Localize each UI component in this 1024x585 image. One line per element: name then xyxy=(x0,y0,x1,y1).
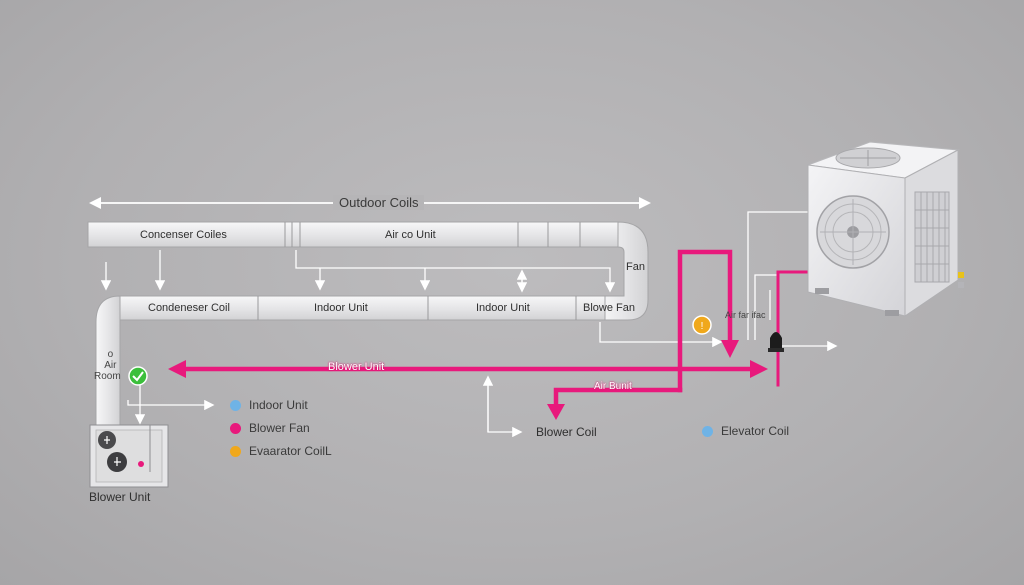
room-label-line-2: Air xyxy=(104,360,117,371)
elevator-coil-label: Elevator Coil xyxy=(721,424,790,438)
indoor-unit-label-2: Indoor Unit xyxy=(476,302,530,314)
upper-pipe xyxy=(87,221,649,321)
room-label-line-3: Room xyxy=(94,371,121,382)
lower-pipe xyxy=(95,295,606,426)
fan-label: Fan xyxy=(626,261,645,273)
legend-dot-pink xyxy=(230,422,241,434)
room-label-line-1: o xyxy=(107,349,114,360)
legend-label: Blower Fan xyxy=(249,421,310,435)
sensor-icon xyxy=(768,332,784,352)
legend-label: Indoor Unit xyxy=(249,398,308,412)
blower-unit-box-label: Blower Unit xyxy=(89,490,151,504)
room-label: o Air Room xyxy=(94,349,121,382)
legend-dot-orange xyxy=(230,445,241,457)
blower-fan-pipe-label: Blowe Fan xyxy=(583,302,635,314)
indoor-unit-label-1: Indoor Unit xyxy=(314,302,368,314)
blower-coil-label: Blower Coil xyxy=(536,425,597,439)
check-icon xyxy=(128,366,148,386)
legend-item-blower-fan: Blower Fan xyxy=(230,421,310,435)
elevator-coil-item: Elevator Coil xyxy=(702,424,789,438)
legend-item-indoor-unit: Indoor Unit xyxy=(230,398,308,412)
air-unit-flow-label: Air Bunit xyxy=(594,381,632,392)
condenser-coils-label: Concenser Coiles xyxy=(140,229,227,241)
warning-icon: ! xyxy=(692,315,712,335)
outdoor-coils-label: Outdoor Coils xyxy=(333,195,425,210)
air-co-unit-label: Air co Unit xyxy=(385,229,436,241)
blower-unit-flow-label: Blower Unit xyxy=(328,361,385,373)
condenser-coil-label: Condeneser Coil xyxy=(148,302,230,314)
blower-unit-box xyxy=(89,424,169,488)
legend-label: Evaarator CoilL xyxy=(249,444,332,458)
air-far-label: Air far ifac xyxy=(725,310,766,320)
outdoor-ac-unit xyxy=(807,141,964,317)
legend-item-evaporator-coil: Evaarator CoilL xyxy=(230,444,332,458)
elevator-coil-dot xyxy=(702,425,713,437)
legend-dot-blue xyxy=(230,399,241,411)
svg-text:!: ! xyxy=(701,321,704,332)
connector-lines xyxy=(100,211,838,438)
